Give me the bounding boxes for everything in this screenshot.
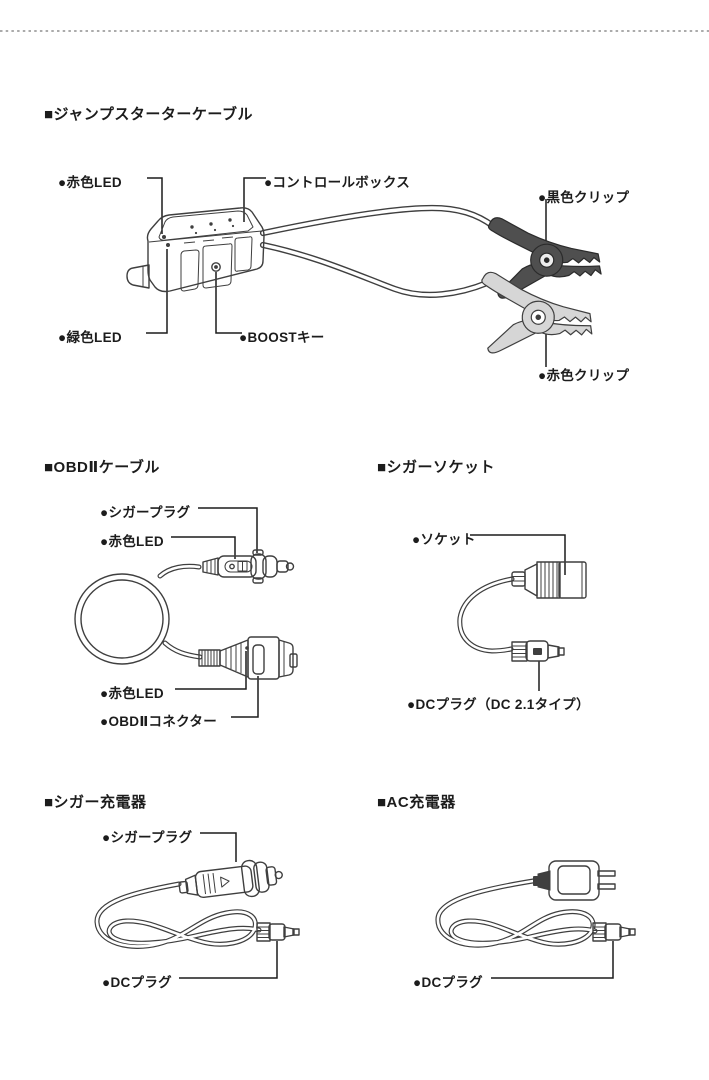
obd2-callout-lines [171,507,259,718]
callout-label-black-clip: ●黒色クリップ [538,190,630,205]
cigar-socket-illustration [457,534,587,691]
jump-cables [259,204,497,298]
cigar-charger-illustration [94,832,300,979]
obd2-connector [198,636,298,680]
red-led-dot [162,235,166,239]
ac-charger-illustration [435,860,636,979]
ac-prong-top [597,870,616,877]
callout-label-boost-key: ●BOOSTキー [239,330,325,345]
black-clip [487,217,602,299]
green-led-dot [166,243,170,247]
obd2-cigar-plug [202,549,295,584]
callout-label-obd2-connector: ●OBDⅡコネクター [100,714,218,729]
callout-label-obd2-cigar-plug: ●シガープラグ [100,505,191,520]
obd2-red-led-dot [245,646,249,650]
boost-button [211,262,221,272]
callout-label-obd2-red-led-plug: ●赤色LED [100,534,164,549]
ac-adapter [533,860,616,901]
charger-dc-plug [256,922,300,942]
callout-label-socket: ●ソケット [412,532,476,547]
ac-prong-bottom [597,883,616,890]
section-title-cigar-socket: ■シガーソケット [377,459,496,476]
ac-callout-lines [491,941,614,979]
red-clip [481,271,593,354]
socket-dc-plug [511,640,565,662]
callout-label-control-box: ●コントロールボックス [264,175,411,190]
section-title-jump-starter-cable: ■ジャンプスターターケーブル [44,106,253,123]
obd2-coil [74,563,203,665]
charger-cigar-plug [178,859,283,899]
section-title-obd2-cable: ■OBDⅡケーブル [44,459,160,476]
callout-label-obd2-red-led-connector: ●赤色LED [100,686,164,701]
callout-label-green-led: ●緑色LED [58,330,122,345]
socket-callout-lines [470,534,566,691]
callout-label-red-led: ●赤色LED [58,175,122,190]
section-title-cigar-charger: ■シガー充電器 [44,794,147,811]
cigar-charger-callout-lines [179,832,278,979]
callout-label-ac-dc-plug: ●DCプラグ [413,975,483,990]
socket-body [511,561,587,599]
callout-label-red-clip: ●赤色クリップ [538,368,630,383]
control-box [126,207,265,293]
callout-label-charger-cigar-plug: ●シガープラグ [102,830,193,845]
callout-label-charger-dc-plug: ●DCプラグ [102,975,172,990]
section-title-ac-charger: ■AC充電器 [377,794,456,811]
jump-starter-cable-illustration [126,177,602,367]
callout-label-socket-dc-plug: ●DCプラグ（DC 2.1タイプ） [407,697,590,712]
ac-dc-plug [592,922,636,942]
obd2-cable-illustration [74,507,298,718]
